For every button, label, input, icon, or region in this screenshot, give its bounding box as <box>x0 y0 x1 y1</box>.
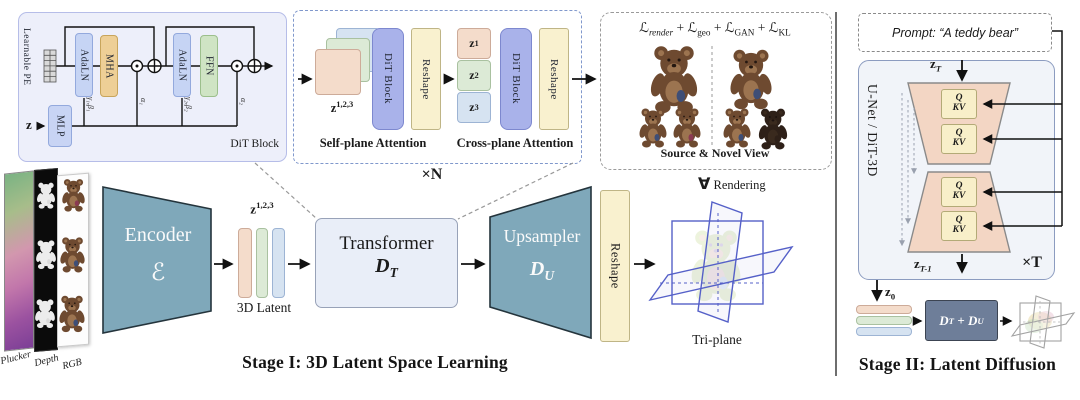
skip-connections <box>899 93 917 247</box>
latent-bar-3 <box>272 228 285 298</box>
loss-formula: ℒrender + ℒgeo + ℒGAN + ℒKL <box>639 20 791 38</box>
adaln1-block: AdaLN <box>75 33 93 97</box>
z123-planes-label: z1,2,3 <box>330 99 354 116</box>
mha-block: MHA <box>100 35 118 97</box>
transformer-symbol: DT <box>375 255 398 280</box>
callout-dashes <box>254 162 574 220</box>
repeat-n-label: ×N <box>421 166 443 183</box>
upsampler-symbol: DU <box>529 258 555 283</box>
encoder-trapezoid <box>102 186 212 334</box>
latent2-bar-2 <box>856 316 912 325</box>
mlp-block: MLP <box>48 105 72 147</box>
upsampler-label: Upsampler <box>503 226 581 246</box>
mini-triplane-graphic <box>1010 295 1076 349</box>
plane-1 <box>315 49 361 95</box>
encoder-label: Encoder <box>124 224 192 246</box>
latent-bar-1 <box>238 228 252 298</box>
triplane-caption: Tri-plane <box>692 332 742 347</box>
latent2-bar-1 <box>856 305 912 314</box>
depth-silhouette-bears <box>34 182 57 329</box>
z-T-minus-1-label: zT-1 <box>914 256 932 274</box>
source-novel-label: Source & Novel View <box>660 146 770 160</box>
loss-inset <box>600 12 832 170</box>
adaln2-block: AdaLN <box>173 33 191 97</box>
cross-plane-label: Cross-plane Attention <box>456 136 574 150</box>
transformer-label: Transformer <box>339 233 434 254</box>
unet-label: U-Net / DiT-3D <box>865 84 880 177</box>
learnable-pe-grid <box>43 49 57 83</box>
ffn-block: FFN <box>200 35 218 97</box>
reshape-2: Reshape <box>539 28 569 130</box>
loss-bears <box>638 46 789 150</box>
reshape-1: Reshape <box>411 28 441 130</box>
latent2-bar-3 <box>856 327 912 336</box>
transformer-block: Transformer DT <box>315 218 458 308</box>
gamma-beta-1-label: γ₁,β₁ <box>86 97 95 112</box>
reshape-main: Reshape <box>600 190 630 342</box>
triplane-graphic <box>648 201 794 323</box>
latent-z123-label: z1,2,3 <box>250 200 274 217</box>
gamma-beta-2-label: γ₂,β₂ <box>184 97 193 112</box>
self-plane-label: Self-plane Attention <box>319 136 427 150</box>
z-0-label: z0 <box>885 284 896 302</box>
learnable-pe-label: Learnable PE <box>21 28 31 86</box>
stage2-caption: Stage II: Latent Diffusion <box>858 354 1057 374</box>
repeat-t-label: ×T <box>1022 254 1042 271</box>
stage2-arrows <box>871 30 1063 326</box>
stage1-arrows <box>214 73 656 270</box>
upsampler-trapezoid <box>489 185 592 340</box>
dit-inset-wires <box>36 26 274 131</box>
dit-block-1: DiT Block <box>372 28 404 130</box>
forall-icon: ∀ <box>698 174 711 193</box>
latent-bar-2 <box>256 228 268 298</box>
alpha-2-label: α₂ <box>239 98 248 105</box>
z-input-label: z <box>26 117 32 132</box>
stage1-caption: Stage I: 3D Latent Space Learning <box>242 352 508 372</box>
encoder-symbol: ℰ <box>150 258 166 286</box>
rgb-bears <box>58 179 86 333</box>
dit-block-2: DiT Block <box>500 28 532 130</box>
dit-inset-title: DiT Block <box>230 138 279 150</box>
dot-plus-operators <box>130 58 262 74</box>
rendering-annotation: ∀ Rendering <box>698 174 766 193</box>
z-T-label: zT <box>930 56 942 74</box>
alpha-1-label: α₁ <box>139 98 148 105</box>
latent-caption: 3D Latent <box>236 300 292 315</box>
prompt-box: Prompt: “A teddy bear” <box>858 13 1052 52</box>
